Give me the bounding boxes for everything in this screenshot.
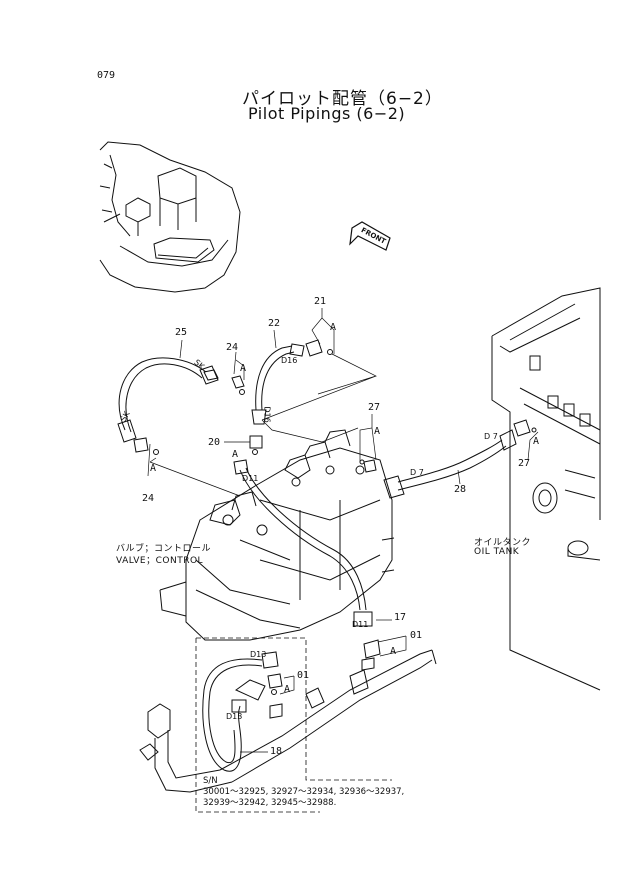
view-ref-a-27r: A [533, 436, 540, 447]
serial-number-note: S/N 30001～32925, 32927～32934, 32936～3293… [203, 776, 404, 809]
view-ref-a-20: A [232, 449, 239, 460]
mark-d16-bottom: D16 [262, 406, 272, 423]
view-ref-a-27: A [374, 426, 381, 437]
valve-caption-jp: バルブ；コントロール [116, 544, 212, 554]
hose-17 [233, 459, 373, 627]
mark-d7-right: D 7 [484, 432, 498, 441]
callout-28: 28 [454, 484, 467, 495]
view-ref-a-01: A [390, 646, 397, 657]
dashed-enclosure [195, 637, 392, 813]
callout-18: 18 [270, 746, 283, 757]
callout-20: 20 [208, 437, 221, 448]
mark-d7-left: D 7 [410, 468, 424, 477]
mark-d13-bottom: D13 [226, 712, 243, 721]
oil-tank-part [491, 287, 601, 691]
sn-heading: S/N [203, 776, 218, 786]
lower-pipe-assembly [139, 649, 437, 793]
hose-22 [251, 343, 305, 425]
callout-01-lower: 01 [297, 670, 310, 681]
cab-console-part [99, 141, 241, 293]
mark-d13-top: D13 [250, 650, 267, 659]
mark-d11-bottom: D11 [352, 620, 369, 629]
view-ref-a-21: A [330, 322, 337, 333]
sn-range-2: 32939～32942, 32945～32988. [203, 798, 337, 808]
fittings [133, 339, 537, 719]
mark-d11-top: D11 [242, 474, 259, 483]
callout-27-middle: 27 [368, 402, 381, 413]
view-ref-a-24b: A [150, 463, 157, 474]
title-japanese: パイロット配管（6−2） [242, 89, 443, 109]
front-arrow-icon [349, 221, 391, 251]
callout-24-top: 24 [226, 342, 239, 353]
callout-25: 25 [175, 327, 188, 338]
callout-27-right: 27 [518, 458, 531, 469]
view-ref-a-01b: A [284, 684, 291, 695]
hose-18 [202, 651, 279, 772]
callout-24-bottom: 24 [142, 493, 155, 504]
sn-range-1: 30001～32925, 32927～32934, 32936～32937, [203, 787, 405, 797]
valve-caption-en: VALVE；CONTROL [116, 556, 204, 566]
mark-d16-top: D16 [281, 356, 298, 365]
control-valve-part [159, 429, 395, 641]
callout-22: 22 [268, 318, 281, 329]
view-ref-a-24: A [240, 363, 247, 374]
page-number: 079 [97, 70, 116, 81]
callout-01-upper: 01 [410, 630, 423, 641]
tank-caption-jp: オイルタンク [474, 538, 532, 548]
tank-caption-en: OIL TANK [474, 547, 520, 557]
callout-17: 17 [394, 612, 407, 623]
hose-28 [383, 429, 517, 499]
callout-21: 21 [314, 296, 327, 307]
hose-25 [117, 357, 219, 443]
reference-lines [147, 308, 539, 753]
title-english: Pilot Pipings (6−2) [248, 104, 406, 123]
